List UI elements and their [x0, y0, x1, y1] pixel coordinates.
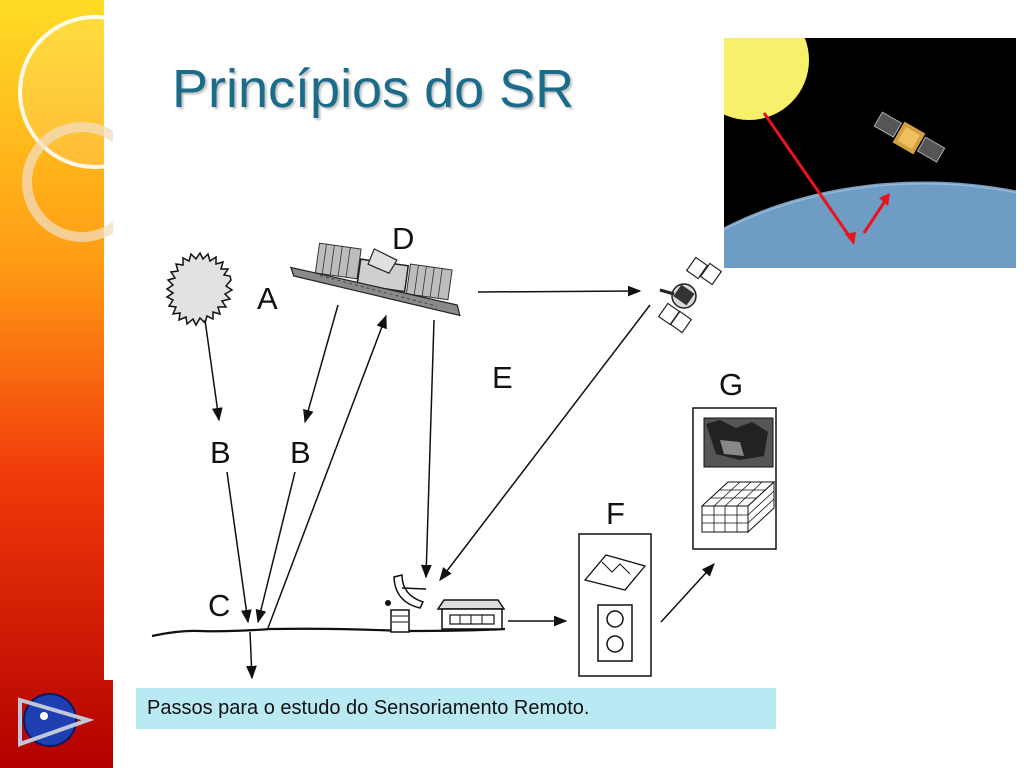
label-a: A — [257, 281, 278, 316]
label-c: C — [208, 588, 230, 623]
label-e: E — [492, 360, 513, 395]
slide-title: Princípios do SR — [172, 59, 575, 119]
label-d: D — [392, 221, 414, 256]
label-g: G — [719, 367, 743, 402]
satellite-icon — [289, 242, 461, 317]
label-f: F — [606, 496, 625, 531]
antenna-dish-icon — [385, 574, 427, 633]
caption: Passos para o estudo do Sensoriamento Re… — [136, 688, 776, 729]
document-icon — [692, 407, 777, 550]
label-b-1: B — [210, 435, 231, 470]
ground-station-icon — [436, 599, 506, 630]
nav-logo-icon — [18, 693, 95, 747]
decorative-sidebar — [0, 0, 113, 768]
satellite-icon — [873, 111, 946, 163]
satellite-photo — [724, 38, 1016, 268]
comm-satellite-icon — [657, 256, 723, 334]
remote-sensing-diagram: A D E B B — [151, 221, 777, 680]
label-b-2: B — [290, 435, 311, 470]
sun-icon — [165, 251, 234, 327]
document-icon — [578, 533, 652, 677]
